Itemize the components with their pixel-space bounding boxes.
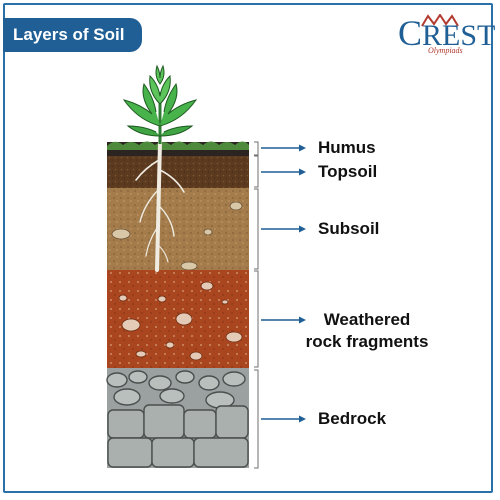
pointer-arrows [261, 144, 306, 423]
bracket-subsoil [254, 188, 259, 270]
crest-logo: CREST Olympiads [398, 10, 495, 56]
bracket-humus [254, 141, 259, 156]
layer-brackets [254, 141, 259, 469]
bracket-topsoil [254, 155, 259, 188]
border-frame [3, 3, 493, 493]
bracket-weathered [254, 270, 259, 368]
bracket-bedrock [254, 369, 259, 469]
plant-icon [122, 64, 198, 144]
plant-roots [135, 140, 185, 272]
logo-tagline: Olympiads [428, 46, 463, 55]
title-banner: Layers of Soil [3, 18, 143, 52]
grass-strip [107, 141, 249, 150]
label-weathered-rock: Weathered rock fragments [305, 310, 429, 351]
logo-wordmark: CREST [398, 13, 496, 53]
label-bedrock: Bedrock [318, 409, 387, 428]
subsoil-layer [107, 188, 249, 270]
label-topsoil: Topsoil [318, 162, 378, 181]
crown-icon [421, 14, 459, 27]
label-subsoil: Subsoil [318, 219, 380, 238]
label-humus: Humus [318, 138, 376, 157]
page-title: Layers of Soil [13, 25, 125, 44]
